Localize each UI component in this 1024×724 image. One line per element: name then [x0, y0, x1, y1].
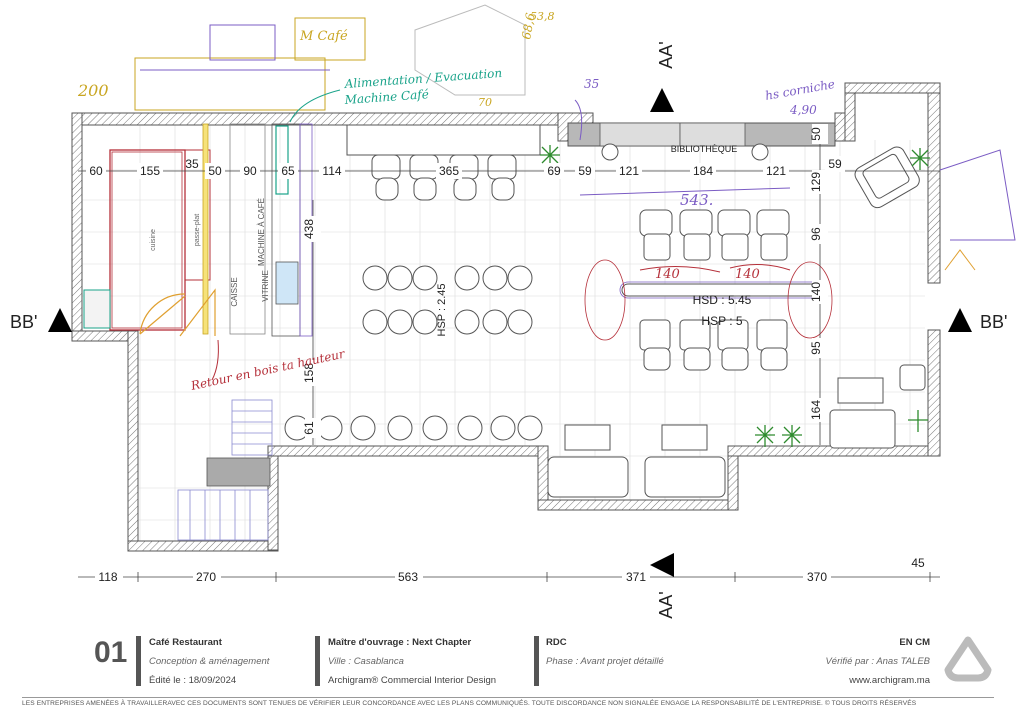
dim-top-label: 65	[281, 164, 295, 178]
sketch-strokes	[134, 4, 1016, 381]
section-aa-bottom: AA'	[656, 591, 676, 618]
dim-bottom-label: 563	[398, 570, 418, 584]
level: RDC	[546, 637, 567, 648]
phase: Phase : Avant projet détaillé	[546, 656, 664, 667]
note-200: 200	[77, 81, 109, 100]
titleblock-divider	[136, 636, 141, 686]
units: EN CM	[899, 637, 930, 648]
walls	[71, 82, 941, 552]
drawing-number: 01	[94, 636, 128, 669]
note-m-cafe: M Café	[299, 29, 348, 44]
dim-bottom-label: 45	[911, 556, 925, 570]
note-68: 68,6	[519, 11, 537, 40]
dim-vertical-label: 438	[302, 219, 316, 239]
section-markers: AA' AA' BB' BB'	[10, 41, 1007, 618]
dims-vertical-right: 50 129 96 140 95 164	[809, 124, 828, 422]
note-53: 53,8	[530, 10, 555, 23]
label-hsp-right: HSP : 5	[701, 314, 742, 328]
library-shelf	[567, 122, 836, 161]
dim-bottom-label: 118	[98, 570, 117, 584]
project-name: Café Restaurant	[149, 637, 222, 648]
dim-vertical-label: 129	[809, 172, 823, 192]
section-bb-right: BB'	[980, 312, 1007, 332]
communal-table	[584, 209, 833, 371]
dim-top-label: 155	[140, 164, 160, 178]
note-corniche: hs corniche	[764, 77, 836, 103]
label-hsd: HSD : 5.45	[693, 293, 752, 307]
dim-top-label: 60	[89, 164, 103, 178]
dim-vertical-label: 95	[809, 341, 823, 355]
label-passe-plat: passe-plat	[194, 214, 201, 246]
dim-vertical-label: 158	[302, 363, 316, 383]
note-140b: 140	[735, 267, 760, 282]
label-caisse: CAISSE	[230, 277, 239, 306]
archigram-logo	[944, 636, 992, 682]
dims-bottom: 118 270 563 371 370 45	[95, 556, 925, 585]
lounge-furniture	[547, 146, 926, 498]
titleblock-divider	[315, 636, 320, 686]
dim-top-label: 121	[766, 164, 786, 178]
bar-counter	[346, 124, 541, 201]
dim-bottom-label: 270	[196, 570, 216, 584]
dim-top-label: 365	[439, 164, 459, 178]
section-bb-left: BB'	[10, 312, 37, 332]
label-machine-cafe: MACHINE À CAFÉ	[257, 198, 266, 266]
note-35: 35	[584, 77, 599, 91]
verified-by: Vérifié par : Anas TALEB	[825, 656, 930, 667]
label-cuisine: cuisine	[150, 229, 157, 251]
dim-bottom-label: 371	[626, 570, 646, 584]
dim-top-label: 59	[828, 157, 842, 171]
dim-top-label: 35	[185, 157, 199, 171]
note-retour: Retour en bois ta hauteur	[189, 346, 347, 393]
firm-name: Archigram® Commercial Interior Design	[328, 675, 497, 686]
dim-top-label: 184	[693, 164, 713, 178]
label-vitrine: VITRINE	[261, 270, 270, 302]
note-machine: Machine Café	[343, 87, 429, 107]
label-hsp-left: HSP : 2.45	[436, 284, 448, 337]
room-labels: cuisine passe-plat CAISSE MACHINE À CAFÉ…	[150, 144, 752, 337]
dim-top-label: 59	[578, 164, 592, 178]
city: Ville : Casablanca	[328, 656, 404, 667]
bar-stools	[371, 154, 517, 201]
dim-top-label: 90	[243, 164, 257, 178]
disclaimer: LES ENTREPRISES AMENÉES À TRAVAILLERAVEC…	[22, 700, 917, 707]
dim-bottom-label: 370	[807, 570, 827, 584]
label-bibliotheque: BIBLIOTHÈQUE	[671, 144, 738, 154]
dims-top: 60 155 35 50 90 65 114 365 69 59 121 184…	[86, 156, 845, 179]
dim-vertical-label: 61	[302, 421, 316, 435]
dim-top-label: 114	[322, 164, 341, 178]
dim-vertical-label: 164	[809, 400, 823, 420]
dim-vertical-label: 140	[809, 282, 823, 302]
dim-vertical-label: 50	[809, 127, 823, 141]
section-aa-top: AA'	[656, 41, 676, 68]
cafe-tables	[284, 265, 543, 441]
note-corniche-height: 4,90	[789, 103, 817, 117]
dim-top-label: 69	[547, 164, 561, 178]
dim-top-label: 121	[619, 164, 639, 178]
titleblock-divider	[534, 636, 539, 686]
note-width: 543.	[680, 191, 713, 209]
dims-vertical-mid: 438 158 61	[302, 216, 321, 438]
note-70: 70	[478, 96, 492, 109]
dim-vertical-label: 96	[809, 227, 823, 241]
dim-top-label: 50	[208, 164, 222, 178]
footer-rule	[22, 697, 994, 698]
project-subtitle: Conception & aménagement	[149, 656, 270, 667]
kitchen	[83, 123, 313, 337]
website: www.archigram.ma	[849, 675, 930, 686]
edit-date: Édité le : 18/09/2024	[149, 675, 237, 686]
plants	[540, 145, 930, 447]
client-name: Maître d'ouvrage : Next Chapter	[328, 637, 472, 648]
note-140a: 140	[655, 267, 680, 282]
stairs	[177, 399, 273, 541]
